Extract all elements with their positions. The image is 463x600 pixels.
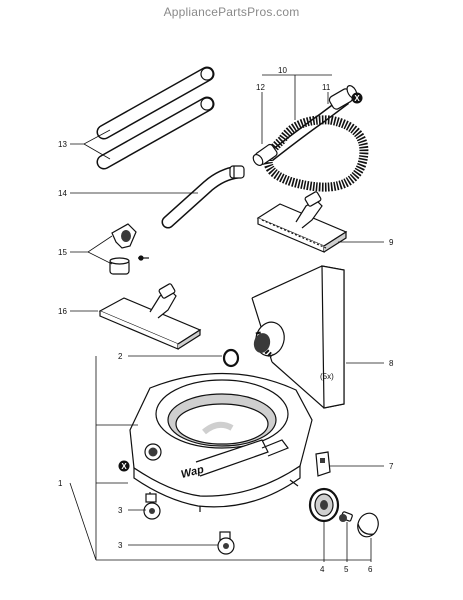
callout-10: 10 xyxy=(278,66,287,75)
callout-11: 11 xyxy=(322,83,331,92)
quantity-annotation: (5x) xyxy=(320,372,334,381)
swivel-caster-front xyxy=(143,493,161,520)
axle-pin xyxy=(339,511,353,522)
clamp-latch xyxy=(315,451,331,477)
exclusion-mark-hose: X xyxy=(351,92,363,104)
leader-10-11-12 xyxy=(261,74,332,144)
swivel-caster-rear xyxy=(217,531,235,555)
callout-5: 5 xyxy=(344,565,349,574)
callout-7: 7 xyxy=(389,462,394,471)
callout-3-front: 3 xyxy=(118,506,123,515)
callout-16: 16 xyxy=(58,307,67,316)
leader-15 xyxy=(70,235,113,265)
extension-tube-lower xyxy=(96,96,215,170)
floor-squeegee-nozzle xyxy=(98,283,202,350)
callout-1: 1 xyxy=(58,479,63,488)
leader-4-5-6 xyxy=(96,522,372,562)
carpet-floor-brush xyxy=(256,191,348,253)
main-tank-body xyxy=(129,372,313,512)
callout-9: 9 xyxy=(389,238,394,247)
curved-handle-wand xyxy=(161,165,245,229)
leader-13 xyxy=(70,129,111,160)
callout-4: 4 xyxy=(320,565,325,574)
rear-wheel xyxy=(308,487,340,523)
callout-14: 14 xyxy=(58,189,67,198)
round-brush-nozzle xyxy=(109,255,149,275)
extension-tube-upper xyxy=(96,66,215,140)
watermark: AppliancePartsPros.com xyxy=(163,5,300,19)
exclusion-mark-label: X xyxy=(121,462,127,471)
callout-13: 13 xyxy=(58,140,67,149)
callout-12: 12 xyxy=(256,83,265,92)
gasket-ring xyxy=(222,348,240,368)
callout-15: 15 xyxy=(58,248,67,257)
crevice-nozzle xyxy=(111,223,137,249)
exclusion-mark-label: X xyxy=(354,94,360,103)
callout-8: 8 xyxy=(389,359,394,368)
filter-bag xyxy=(251,265,345,409)
callout-6: 6 xyxy=(368,565,373,574)
callout-2: 2 xyxy=(118,352,123,361)
leader-1 xyxy=(69,356,138,561)
hub-cap xyxy=(357,512,379,538)
callout-3-rear: 3 xyxy=(118,541,123,550)
brand-logo: Wap xyxy=(180,464,206,481)
suction-hose xyxy=(252,85,369,192)
exclusion-mark-tank: X xyxy=(118,460,130,472)
